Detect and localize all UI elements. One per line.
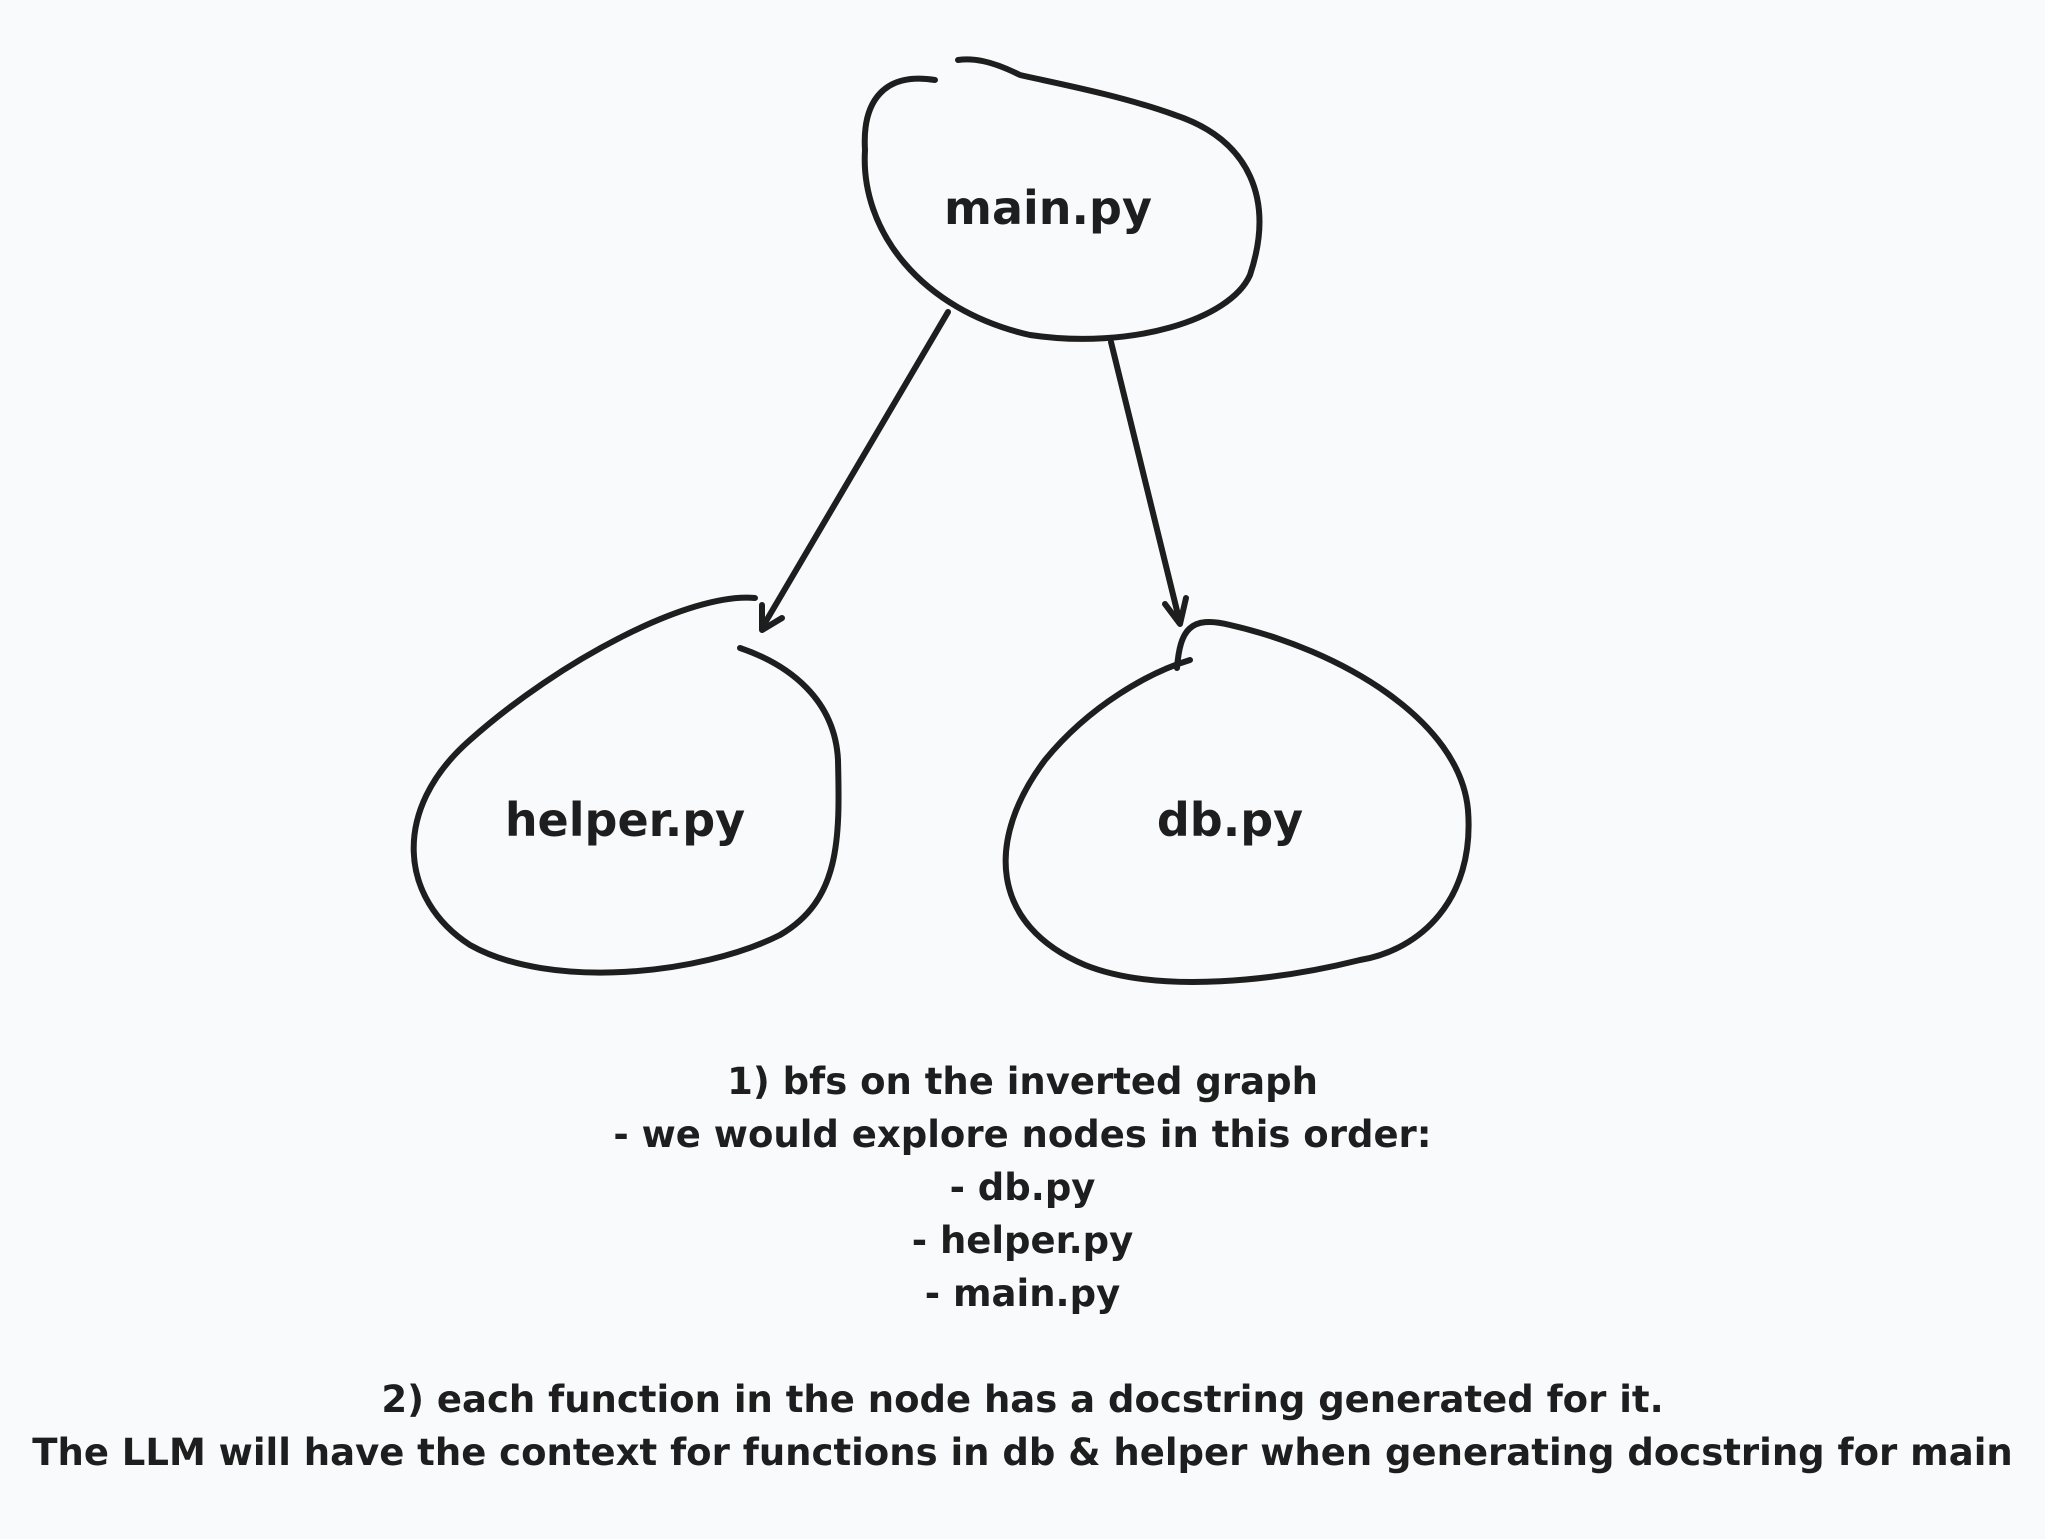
node-helper-outline: [410, 594, 842, 976]
spacer: [0, 1320, 2045, 1373]
step2-line-1: 2) each function in the node has a docst…: [381, 1378, 1664, 1421]
node-helper[interactable]: helper.py: [410, 594, 842, 976]
step1-order-item: - helper.py: [911, 1219, 1134, 1262]
node-helper-label: helper.py: [505, 793, 745, 847]
edge-main-to-helper: [759, 309, 951, 633]
node-main-outline: [861, 56, 1263, 342]
edge-main-to-helper-arrowhead: [759, 602, 785, 633]
step2-line-2: The LLM will have the context for functi…: [32, 1431, 2013, 1474]
step1-title: 1) bfs on the inverted graph: [727, 1060, 1318, 1103]
edge-main-to-db-arrowhead: [1162, 595, 1189, 627]
step1-order-item: - db.py: [949, 1166, 1096, 1209]
step1-order-item: - main.py: [924, 1272, 1121, 1315]
node-db-outline: [1002, 618, 1472, 985]
node-main-label: main.py: [944, 181, 1152, 235]
edge-main-to-db-line: [1108, 339, 1183, 626]
node-db[interactable]: db.py: [1002, 618, 1472, 985]
explanation-notes: 1) bfs on the inverted graph - we would …: [0, 1055, 2045, 1479]
node-db-label: db.py: [1157, 793, 1303, 847]
edge-main-to-helper-line: [759, 309, 951, 631]
node-main[interactable]: main.py: [861, 56, 1263, 342]
step1-intro: - we would explore nodes in this order:: [613, 1113, 1432, 1156]
edge-main-to-db: [1108, 339, 1189, 627]
